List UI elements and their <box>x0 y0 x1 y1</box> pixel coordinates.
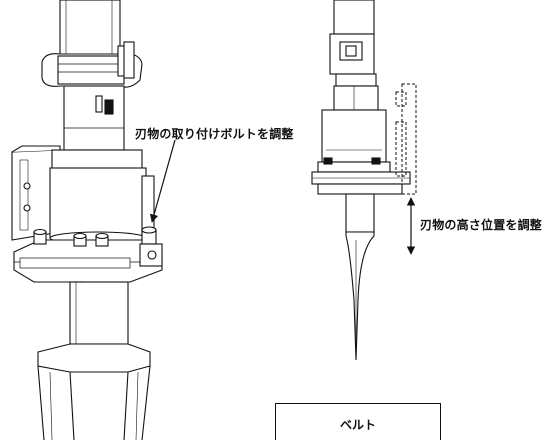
adjustment-bracket <box>395 83 417 195</box>
bolt-adjust-label: 刃物の取り付けボルトを調整 <box>135 127 294 141</box>
blade <box>345 193 375 361</box>
belt-label: ベルト <box>339 418 376 432</box>
left-blade-assembly <box>11 0 163 440</box>
belt-box: ベルト <box>275 403 441 440</box>
height-adjust-label: 刃物の高さ位置を調整 <box>420 218 543 232</box>
left-callout-arrow <box>149 139 176 223</box>
right-blade-assembly <box>311 0 411 195</box>
